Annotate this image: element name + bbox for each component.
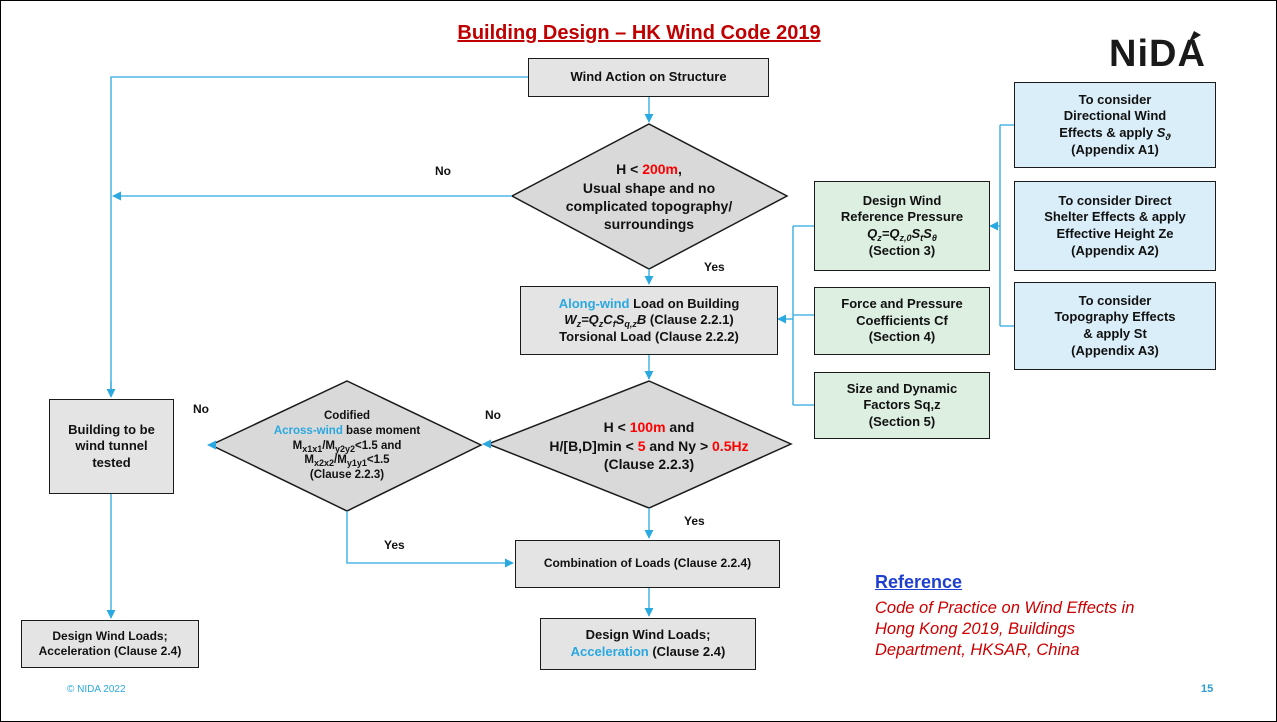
decision-across-wind-text: Codified Across-wind base moment Mx1x1/M… xyxy=(273,410,421,482)
decision-height-text: H < 200m, Usual shape and no complicated… xyxy=(565,161,733,233)
box-wind-action: Wind Action on Structure xyxy=(528,58,769,97)
torsional-load-line: Torsional Load (Clause 2.2.2) xyxy=(559,328,739,344)
box-wind-tunnel: Building to be wind tunnel tested xyxy=(49,399,174,494)
box-reference-pressure: Design Wind Reference Pressure Qz=Qz,0St… xyxy=(814,181,990,271)
connector-wind-left xyxy=(110,76,528,394)
along-wind-line1: Load on Building xyxy=(629,295,740,311)
box-force-coefficients: Force and Pressure Coefficients Cf (Sect… xyxy=(814,287,990,355)
frequency-value: 0.5Hz xyxy=(712,437,749,454)
directional-symbol: Sϑ xyxy=(1156,125,1171,142)
across-clause: (Clause 2.2.3) xyxy=(309,469,385,482)
label-yes-height: Yes xyxy=(704,260,725,274)
shelter-line3: Effective Height Ze xyxy=(1056,226,1174,241)
dynamic-clause: (Clause 2.2.3) xyxy=(603,456,695,473)
shelter-line4: (Appendix A2) xyxy=(1071,242,1159,258)
tunnel-line3: tested xyxy=(92,454,131,470)
across-ratio-1: Mx1x1/My2y2<1.5 and xyxy=(292,439,402,454)
along-wind-formula: Wz=QzCfSq,zB xyxy=(564,312,647,330)
nida-logo: NiDA xyxy=(1109,33,1206,75)
design-mid-line1: Design Wind Loads; xyxy=(585,627,711,643)
label-no-dynamic: No xyxy=(485,408,501,422)
height-limit-value: 200m xyxy=(642,161,678,178)
factor-bracket xyxy=(792,225,814,406)
box-shelter-effects: To consider Direct Shelter Effects & app… xyxy=(1014,181,1216,271)
topography-line2: Topography Effects xyxy=(1054,309,1176,325)
force-line3: (Section 4) xyxy=(868,329,936,345)
label-yes-across: Yes xyxy=(384,538,405,552)
across-line1: Codified xyxy=(324,410,370,423)
box-along-wind-load: Along-wind Load on Building Wz=QzCfSq,zB… xyxy=(520,286,778,355)
shelter-line2: Shelter Effects & apply xyxy=(1044,209,1186,225)
box-design-loads-left: Design Wind Loads; Acceleration (Clause … xyxy=(21,620,199,668)
box-combination-of-loads: Combination of Loads (Clause 2.2.4) xyxy=(515,540,780,588)
size-line2: Factors Sq,z xyxy=(863,397,941,413)
directional-line2: Directional Wind xyxy=(1063,108,1167,124)
design-left-line2: Acceleration (Clause 2.4) xyxy=(38,644,182,658)
height-line3: complicated topography/ xyxy=(565,198,733,214)
topography-line3: & apply St xyxy=(1083,326,1147,341)
label-yes-dynamic: Yes xyxy=(684,514,705,528)
reference-text: Code of Practice on Wind Effects in Hong… xyxy=(875,599,1135,660)
acceleration-highlight: Acceleration xyxy=(570,644,649,659)
size-line1: Size and Dynamic xyxy=(846,380,958,396)
dynamic-height-value: 100m xyxy=(629,418,666,435)
combination-label: Combination of Loads (Clause 2.2.4) xyxy=(543,556,752,571)
aspect-ratio-value: 5 xyxy=(637,437,646,454)
box-design-loads-mid: Design Wind Loads; Acceleration (Clause … xyxy=(540,618,756,670)
label-no-tunnel: No xyxy=(193,402,209,416)
wind-action-label: Wind Action on Structure xyxy=(570,69,727,85)
force-line2: Coefficients Cf xyxy=(856,312,948,328)
reference-heading: Reference xyxy=(875,572,963,592)
appendix-bracket xyxy=(999,124,1014,327)
directional-line1: To consider xyxy=(1078,91,1152,107)
pressure-line1: Design Wind xyxy=(862,192,942,208)
box-size-dynamic-factors: Size and Dynamic Factors Sq,z (Section 5… xyxy=(814,372,990,439)
size-line3: (Section 5) xyxy=(868,413,936,429)
directional-appendix: (Appendix A1) xyxy=(1071,141,1159,157)
design-left-line1: Design Wind Loads; xyxy=(52,628,168,643)
page-number: 15 xyxy=(1201,683,1214,695)
box-directional-wind: To consider Directional Wind Effects & a… xyxy=(1014,82,1216,168)
pressure-section: (Section 3) xyxy=(868,242,936,258)
design-mid-clause: (Clause 2.4) xyxy=(648,644,726,659)
pressure-line2: Reference Pressure xyxy=(840,209,964,225)
height-line2: Usual shape and no xyxy=(582,179,716,196)
topography-line4: (Appendix A3) xyxy=(1071,342,1159,358)
decision-dynamic-text: H < 100m and H/[B,D]min < 5 and Ny > 0.5… xyxy=(549,418,749,473)
page-title: Building Design – HK Wind Code 2019 xyxy=(457,22,821,44)
force-line1: Force and Pressure xyxy=(841,296,963,312)
arrow-across-yes xyxy=(346,511,514,568)
across-ratio-2: Mx2x2/My1y1<1.5 xyxy=(304,454,390,469)
copyright: © NIDA 2022 xyxy=(67,684,126,695)
height-line4: surroundings xyxy=(603,216,695,233)
pressure-formula: Qz=Qz,0StSθ xyxy=(867,226,937,243)
along-wind-clause: (Clause 2.2.1) xyxy=(646,312,734,328)
logo-flag-icon xyxy=(1189,31,1201,42)
topography-line1: To consider xyxy=(1078,292,1152,308)
label-no-height: No xyxy=(435,164,451,178)
along-wind-highlight: Along-wind xyxy=(558,295,630,311)
box-topography-effects: To consider Topography Effects & apply S… xyxy=(1014,282,1216,370)
tunnel-line2: wind tunnel xyxy=(75,438,148,454)
tunnel-line1: Building to be xyxy=(68,421,155,437)
directional-line3: Effects & apply xyxy=(1059,125,1157,140)
shelter-line1: To consider Direct xyxy=(1058,192,1172,208)
across-wind-highlight: Across-wind xyxy=(273,424,343,437)
